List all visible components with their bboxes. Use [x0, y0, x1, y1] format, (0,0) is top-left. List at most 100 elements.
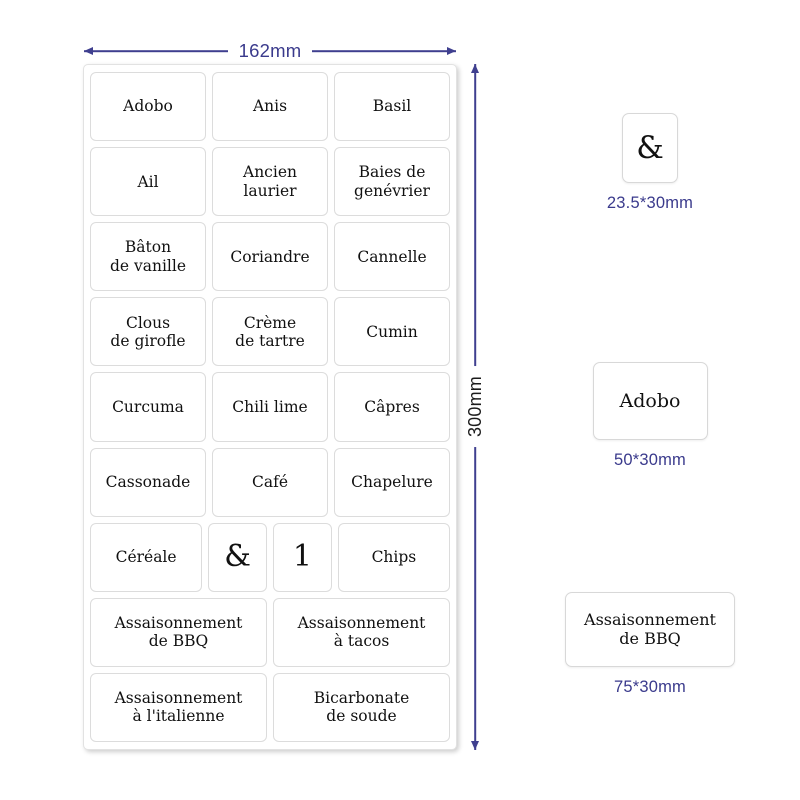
label-tile-line: de tartre	[235, 331, 305, 350]
sample-label-line: Adobo	[619, 389, 681, 412]
label-tile-line: Crème	[243, 313, 297, 332]
label-row: Cassonade Café Chapelure	[90, 447, 450, 517]
label-tile[interactable]: &	[208, 522, 267, 592]
label-tile[interactable]: Câpres	[334, 372, 450, 442]
label-tile-line: Céréale	[115, 548, 177, 567]
label-tile-line: Adobo	[123, 97, 173, 116]
label-tile[interactable]: Cumin	[334, 297, 450, 367]
sample-size-caption: 23.5*30mm	[606, 194, 694, 212]
label-tile-line: Baies de	[358, 163, 426, 182]
height-dimension-label: 300mm	[465, 366, 485, 448]
label-tile-text: Cannelle	[357, 248, 426, 266]
sample-size-caption: 75*30mm	[613, 678, 687, 696]
label-tile[interactable]: Curcuma	[90, 372, 206, 442]
arrow-right-icon	[447, 47, 456, 55]
label-tile-line: Basil	[372, 97, 412, 116]
label-tile-text: Chili lime	[232, 398, 307, 416]
label-tile-text: Café	[252, 473, 288, 491]
label-tile-text: Adobo	[123, 97, 173, 115]
label-tile-line: Clous	[125, 313, 171, 332]
label-tile-text: Coriandre	[230, 248, 309, 266]
label-tile-line: Café	[251, 472, 288, 491]
sample-label-text: Adobo	[620, 390, 681, 412]
label-tile-text: Cumin	[366, 323, 417, 341]
label-tile-text: Céréale	[116, 548, 177, 566]
label-tile-line: Assaisonnement	[114, 689, 243, 708]
label-tile[interactable]: Anis	[212, 72, 328, 142]
label-tile-text: 1	[293, 542, 312, 572]
label-tile-line: Câpres	[364, 397, 420, 416]
label-tile-line: Chips	[371, 548, 417, 567]
label-tile[interactable]: Ail	[90, 147, 206, 217]
label-tile-line: Cannelle	[357, 247, 427, 266]
label-tile-line: laurier	[243, 181, 297, 200]
sample-label-line: de BBQ	[619, 628, 681, 648]
label-tile-line: Assaisonnement	[297, 614, 426, 633]
label-tile[interactable]: Chapelure	[334, 447, 450, 517]
label-tile-line: 1	[292, 539, 312, 575]
label-tile-text: Anis	[253, 97, 287, 115]
label-tile-line: Anis	[252, 97, 288, 116]
label-tile-line: Ail	[137, 172, 159, 191]
label-tile-line: à tacos	[333, 632, 390, 651]
label-tile[interactable]: Basil	[334, 72, 450, 142]
sample-label-tile[interactable]: Adobo	[592, 362, 708, 440]
label-tile-line: Chili lime	[232, 397, 308, 416]
label-tile-text: Câpres	[364, 398, 420, 416]
label-tile-line: de vanille	[109, 256, 187, 275]
label-tile-text: Ail	[137, 173, 158, 191]
label-tile-line: Bâton	[124, 238, 172, 257]
label-tile[interactable]: Adobo	[90, 72, 206, 142]
label-row: Adobo Anis Basil	[90, 72, 450, 142]
label-tile-line: Bicarbonate	[313, 689, 410, 708]
label-tile-line: Chapelure	[351, 472, 433, 491]
label-tile-text: Cassonade	[106, 473, 191, 491]
label-tile[interactable]: Coriandre	[212, 222, 328, 292]
label-tile-line: genévrier	[354, 181, 430, 200]
width-dimension: 162mm	[84, 38, 456, 64]
label-tile[interactable]: Cannelle	[334, 222, 450, 292]
sample-label-line: Assaisonnement	[584, 609, 716, 629]
label-tile-line: Cumin	[366, 322, 418, 341]
label-row: Curcuma Chili lime Câpres	[90, 372, 450, 442]
label-tile[interactable]: Chips	[337, 522, 450, 592]
label-tile-line: Ancien	[243, 163, 297, 182]
label-tile[interactable]: Céréale	[90, 522, 203, 592]
label-tile-line: de girofle	[110, 331, 186, 350]
label-tile[interactable]: Café	[212, 447, 328, 517]
label-tile[interactable]: Cassonade	[90, 447, 206, 517]
label-tile[interactable]: Chili lime	[212, 372, 328, 442]
label-tile-text: Basil	[373, 97, 412, 115]
arrow-down-icon	[471, 741, 479, 750]
label-tile-line: Curcuma	[112, 397, 184, 416]
label-tile-line: &	[224, 539, 251, 575]
sample-label-tile[interactable]: &	[622, 113, 678, 183]
label-tile[interactable]: 1	[273, 522, 332, 592]
